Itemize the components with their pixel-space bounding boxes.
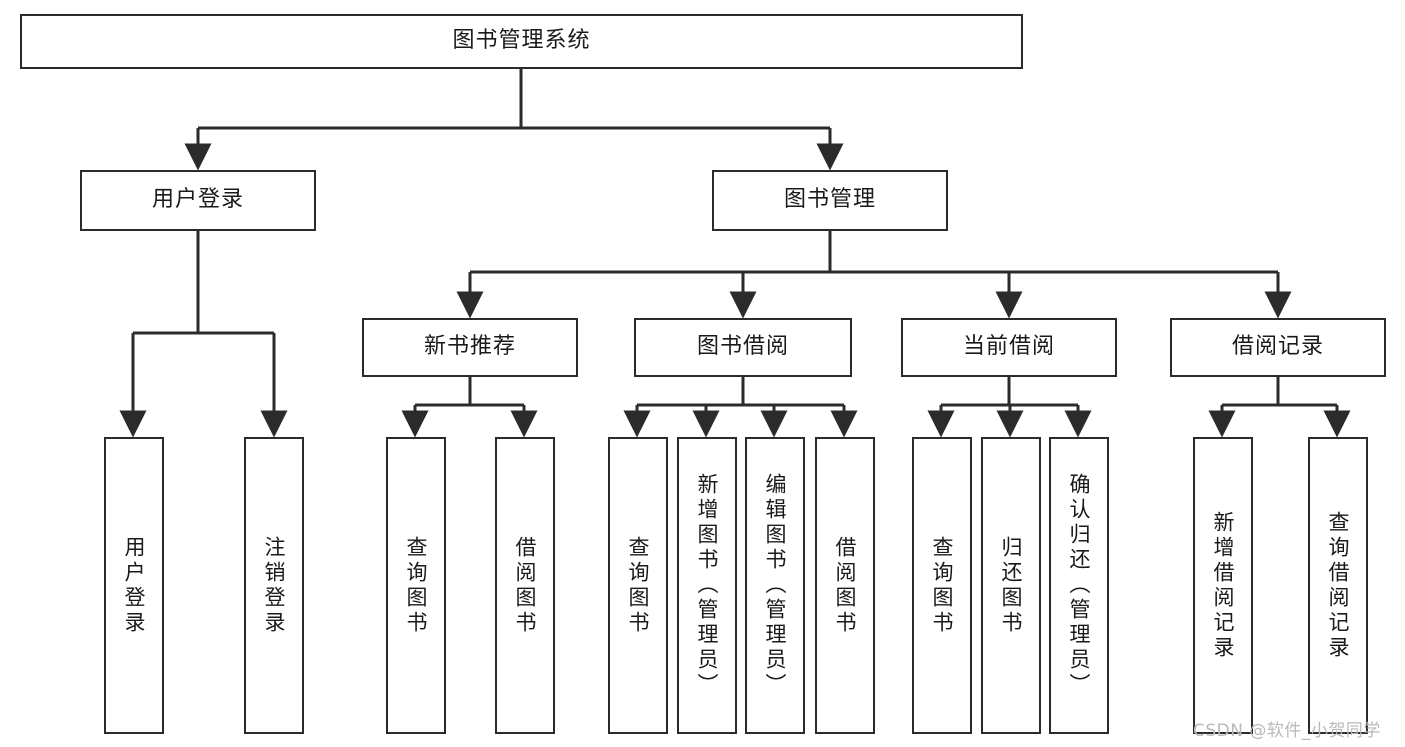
node-leaf-confirm-return-label: 确认归还（管理员） (1067, 473, 1092, 698)
node-leaf-query-book-rec[interactable]: 查询图书 (386, 437, 446, 734)
node-book-manage[interactable]: 图书管理 (712, 170, 948, 231)
node-leaf-query-record-label: 查询借阅记录 (1326, 510, 1351, 661)
node-current-borrow[interactable]: 当前借阅 (901, 318, 1117, 377)
node-current-borrow-label: 当前借阅 (962, 334, 1055, 360)
node-book-borrow[interactable]: 图书借阅 (634, 318, 852, 377)
node-user-login[interactable]: 用户登录 (80, 170, 316, 231)
node-leaf-user-logout-label: 注销登录 (262, 535, 287, 636)
node-leaf-add-record[interactable]: 新增借阅记录 (1193, 437, 1253, 734)
node-leaf-add-book-label: 新增图书（管理员） (695, 473, 720, 698)
node-leaf-query-book-bb[interactable]: 查询图书 (608, 437, 668, 734)
node-leaf-return-book-label: 归还图书 (999, 535, 1024, 636)
node-user-login-label: 用户登录 (151, 187, 244, 213)
node-borrow-record[interactable]: 借阅记录 (1170, 318, 1386, 377)
node-new-book-rec[interactable]: 新书推荐 (362, 318, 578, 377)
node-leaf-query-book-rec-label: 查询图书 (404, 535, 429, 636)
node-leaf-edit-book-label: 编辑图书（管理员） (763, 473, 788, 698)
node-root[interactable]: 图书管理系统 (20, 14, 1023, 69)
node-leaf-add-book[interactable]: 新增图书（管理员） (677, 437, 737, 734)
node-leaf-borrow-book-rec-label: 借阅图书 (513, 535, 538, 636)
node-leaf-query-book-cb-label: 查询图书 (930, 535, 955, 636)
node-borrow-record-label: 借阅记录 (1231, 334, 1324, 360)
node-leaf-query-record[interactable]: 查询借阅记录 (1308, 437, 1368, 734)
node-leaf-user-logout[interactable]: 注销登录 (244, 437, 304, 734)
node-leaf-borrow-book-bb[interactable]: 借阅图书 (815, 437, 875, 734)
node-leaf-return-book[interactable]: 归还图书 (981, 437, 1041, 734)
node-leaf-edit-book[interactable]: 编辑图书（管理员） (745, 437, 805, 734)
csdn-watermark: CSDN @软件_小贺同学 (1193, 721, 1381, 741)
node-root-label: 图书管理系统 (452, 28, 591, 54)
node-book-borrow-label: 图书借阅 (696, 334, 789, 360)
node-leaf-user-login-label: 用户登录 (122, 535, 147, 636)
node-leaf-confirm-return[interactable]: 确认归还（管理员） (1049, 437, 1109, 734)
node-leaf-add-record-label: 新增借阅记录 (1211, 510, 1236, 661)
node-new-book-rec-label: 新书推荐 (423, 334, 516, 360)
node-leaf-query-book-cb[interactable]: 查询图书 (912, 437, 972, 734)
node-leaf-user-login[interactable]: 用户登录 (104, 437, 164, 734)
node-leaf-borrow-book-rec[interactable]: 借阅图书 (495, 437, 555, 734)
node-book-manage-label: 图书管理 (783, 187, 876, 213)
node-leaf-query-book-bb-label: 查询图书 (626, 535, 651, 636)
node-leaf-borrow-book-bb-label: 借阅图书 (833, 535, 858, 636)
